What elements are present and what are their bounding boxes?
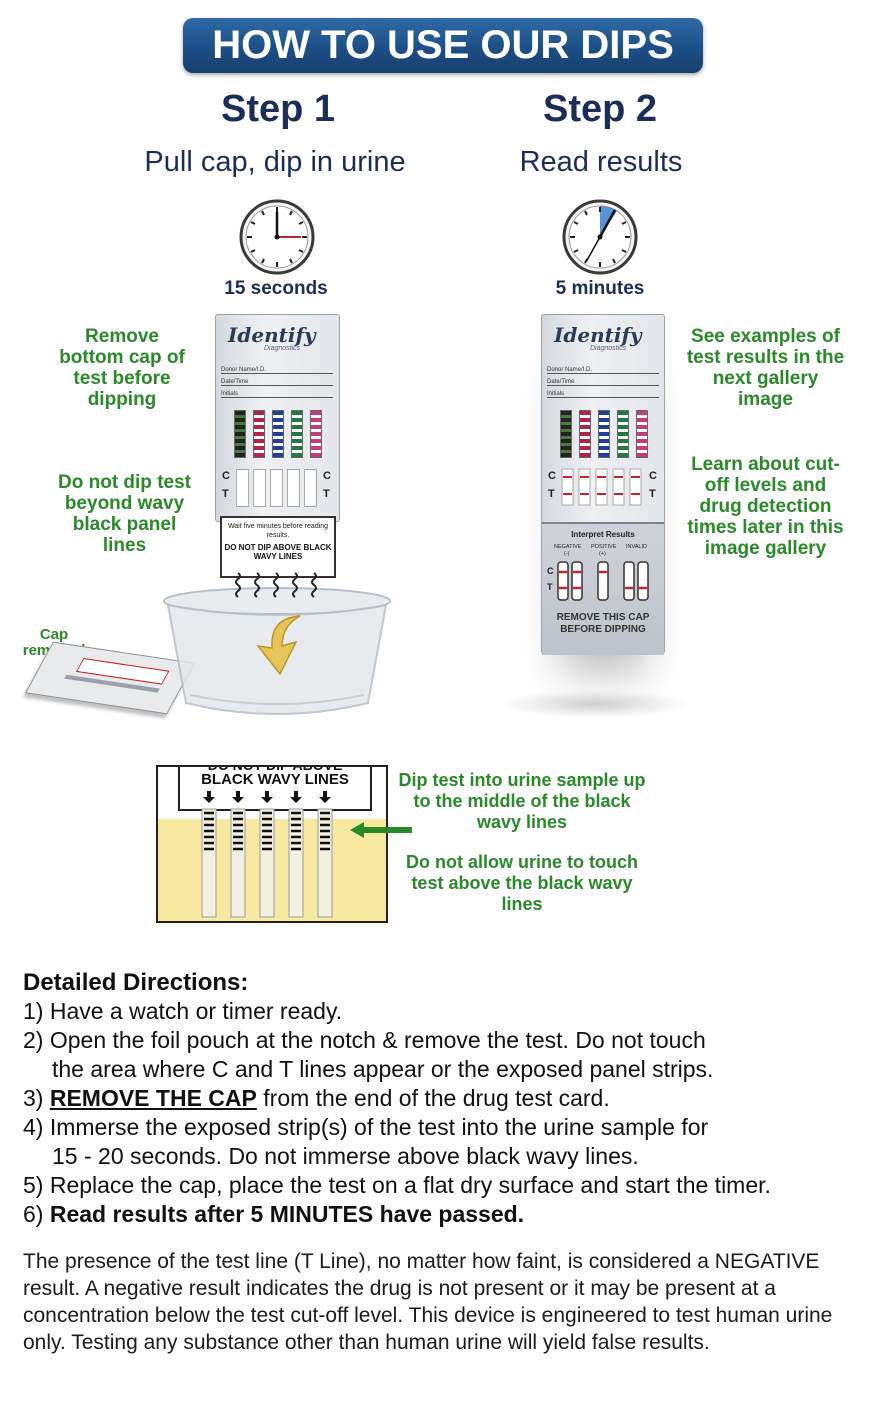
test-card-step2: Identify Diagnostics Donor Name/I.D. Dat…	[541, 314, 665, 655]
card-shadow	[500, 690, 690, 718]
dip-warning-label: Wait five minutes before reading results…	[220, 516, 336, 578]
detail-header-top: DO NOT DIP ABOVE	[207, 765, 343, 773]
detail-label: DO NOT DIP ABOVE BLACK WAVY LINES	[178, 765, 372, 811]
step1-time-label: 15 seconds	[224, 278, 328, 299]
disclaimer-paragraph: The presence of the test line (T Line), …	[23, 1250, 833, 1354]
step-number: 3)	[23, 1085, 50, 1111]
result-window	[253, 469, 266, 507]
drug-panel	[598, 410, 610, 458]
c-label: C	[323, 470, 331, 482]
direction-step-5: 5) Replace the cap, place the test on a …	[23, 1172, 771, 1198]
t-label: T	[547, 582, 553, 592]
field-date: Date/Time	[547, 379, 659, 386]
interpret-diagram	[557, 561, 649, 601]
drug-panel	[617, 410, 629, 458]
step2-subtitle: Read results	[519, 146, 683, 178]
field-initials: Initials	[221, 391, 333, 398]
step1-title: Step 1	[220, 88, 336, 130]
field-date: Date/Time	[221, 379, 333, 386]
note-see-examples: See examples of test results in the next…	[686, 326, 845, 410]
c-label: C	[547, 566, 554, 576]
step2-title: Step 2	[542, 88, 658, 130]
col-negative: NEGATIVE	[554, 544, 582, 550]
step-number: 6)	[23, 1201, 50, 1227]
col-invalid: INVALID	[626, 544, 647, 550]
direction-step-4-cont: 15 - 20 seconds. Do not immerse above bl…	[52, 1143, 639, 1169]
note-do-not-dip: Do not dip test beyond wavy black panel …	[58, 472, 191, 556]
direction-step-4: 4) Immerse the exposed strip(s) of the t…	[23, 1114, 709, 1140]
direction-step-3: 3) REMOVE THE CAP from the end of the dr…	[23, 1084, 883, 1113]
read-results-emphasis: Read results after 5 MINUTES have passed…	[49, 1201, 525, 1227]
note-cutoff-levels: Learn about cut-off levels and drug dete…	[687, 454, 844, 559]
drug-panel	[579, 410, 591, 458]
page-banner: HOW TO USE OUR DIPS	[183, 18, 703, 73]
detail-header: BLACK WAVY LINES	[201, 771, 349, 788]
result-window	[236, 469, 249, 507]
remove-cap-emphasis: REMOVE THE CAP	[49, 1085, 257, 1111]
t-label: T	[548, 488, 555, 500]
remove-cap-text: REMOVE THIS CAP BEFORE DIPPING	[556, 612, 650, 635]
drug-panel	[560, 410, 572, 458]
sym-negative: (-)	[564, 551, 570, 557]
t-label: T	[222, 488, 229, 500]
clock-icon	[562, 199, 638, 275]
step1-subtitle: Pull cap, dip in urine	[144, 146, 406, 178]
warning-text: DO NOT DIP ABOVE BLACK WAVY LINES	[224, 543, 332, 561]
result-window	[270, 469, 283, 507]
drug-panel	[636, 410, 648, 458]
result-windows	[561, 468, 642, 506]
curved-arrow-icon	[256, 615, 301, 676]
clock-icon	[239, 199, 315, 275]
dip-strips	[235, 572, 317, 598]
c-label: C	[649, 470, 657, 482]
wait-text: Wait five minutes before reading results…	[227, 523, 329, 539]
result-window	[287, 469, 300, 507]
brand-logo: Identify	[228, 323, 316, 347]
result-window	[304, 469, 317, 507]
dip-detail-box: DO NOT DIP ABOVE BLACK WAVY LINES	[156, 765, 388, 923]
drug-panel	[291, 410, 303, 458]
note-remove-cap: Remove bottom cap of test before dipping	[59, 326, 185, 410]
brand-subtitle: Diagnostics	[264, 345, 301, 352]
direction-step-2: 2) Open the foil pouch at the notch & re…	[23, 1027, 706, 1053]
c-label: C	[222, 470, 230, 482]
brand-logo: Identify	[554, 323, 642, 347]
col-positive: POSITIVE	[591, 544, 617, 550]
detailed-directions: Detailed Directions: 1) Have a watch or …	[23, 968, 883, 1229]
t-label: T	[323, 488, 330, 500]
field-donor: Donor Name/I.D.	[547, 367, 659, 374]
drug-panel	[272, 410, 284, 458]
interpret-title: Interpret Results	[571, 530, 635, 539]
sym-positive: (+)	[599, 551, 606, 557]
step2-time-label: 5 minutes	[555, 278, 645, 299]
note-dip-middle: Dip test into urine sample up to the mid…	[398, 770, 646, 832]
brand-subtitle: Diagnostics	[590, 345, 627, 352]
drug-panel	[310, 410, 322, 458]
direction-step-1: 1) Have a watch or timer ready.	[23, 998, 343, 1024]
interpret-cap: Interpret Results NEGATIVE POSITIVE INVA…	[542, 522, 664, 655]
test-card-step1: Identify Diagnostics Donor Name/I.D. Dat…	[215, 314, 340, 522]
drug-panel	[253, 410, 265, 458]
left-arrow-icon	[350, 822, 412, 838]
direction-step-2-cont: the area where C and T lines appear or t…	[52, 1056, 714, 1082]
direction-step-6: 6) Read results after 5 MINUTES have pas…	[23, 1200, 883, 1229]
t-label: T	[649, 488, 656, 500]
step-3-rest: from the end of the drug test card.	[256, 1085, 610, 1111]
detail-strips	[201, 791, 333, 918]
field-donor: Donor Name/I.D.	[221, 367, 333, 374]
directions-heading: Detailed Directions:	[23, 969, 249, 996]
drug-panel	[234, 410, 246, 458]
note-no-touch: Do not allow urine to touch test above t…	[406, 852, 638, 914]
c-label: C	[548, 470, 556, 482]
field-initials: Initials	[547, 391, 659, 398]
